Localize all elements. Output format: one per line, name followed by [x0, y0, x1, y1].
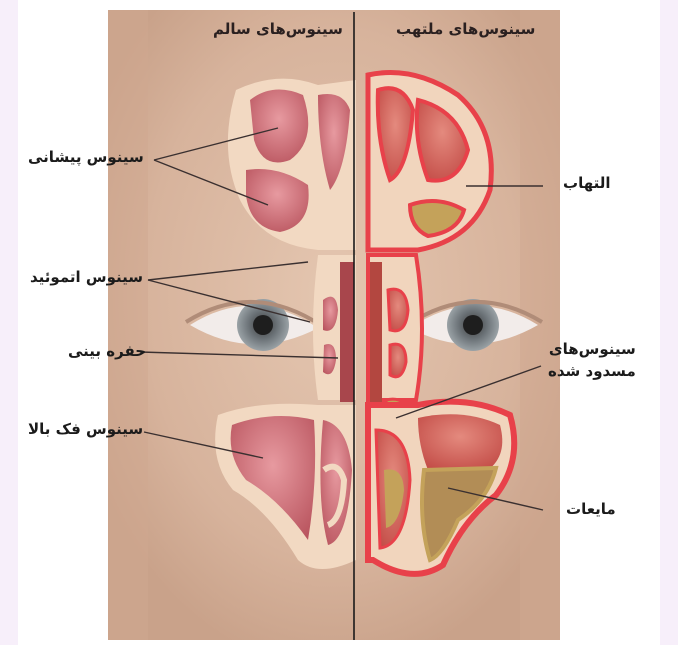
- label-blocked-line2: مسدود شده: [548, 360, 636, 382]
- healthy-ethmoid-and-nasal: [313, 255, 356, 402]
- image-frame: سینوس‌های سالم سینوس‌های ملتهب سینوس پیش…: [18, 0, 660, 645]
- label-inflammation: التهاب: [563, 174, 611, 192]
- label-fluids: مایعات: [566, 500, 616, 518]
- header-healthy: سینوس‌های سالم: [213, 20, 343, 38]
- label-maxillary-sinus: سینوس فک بالا: [28, 420, 143, 438]
- label-blocked-sinuses: سینوس‌های مسدود شده: [548, 338, 636, 382]
- header-inflamed: سینوس‌های ملتهب: [396, 20, 535, 38]
- sinus-diagram: [18, 0, 660, 645]
- label-ethmoid-sinus: سینوس اتموئید: [30, 268, 143, 286]
- label-frontal-sinus: سینوس پیشانی: [28, 148, 144, 166]
- label-blocked-line1: سینوس‌های: [548, 338, 636, 360]
- label-nasal-cavity: حفره بینی: [68, 342, 146, 360]
